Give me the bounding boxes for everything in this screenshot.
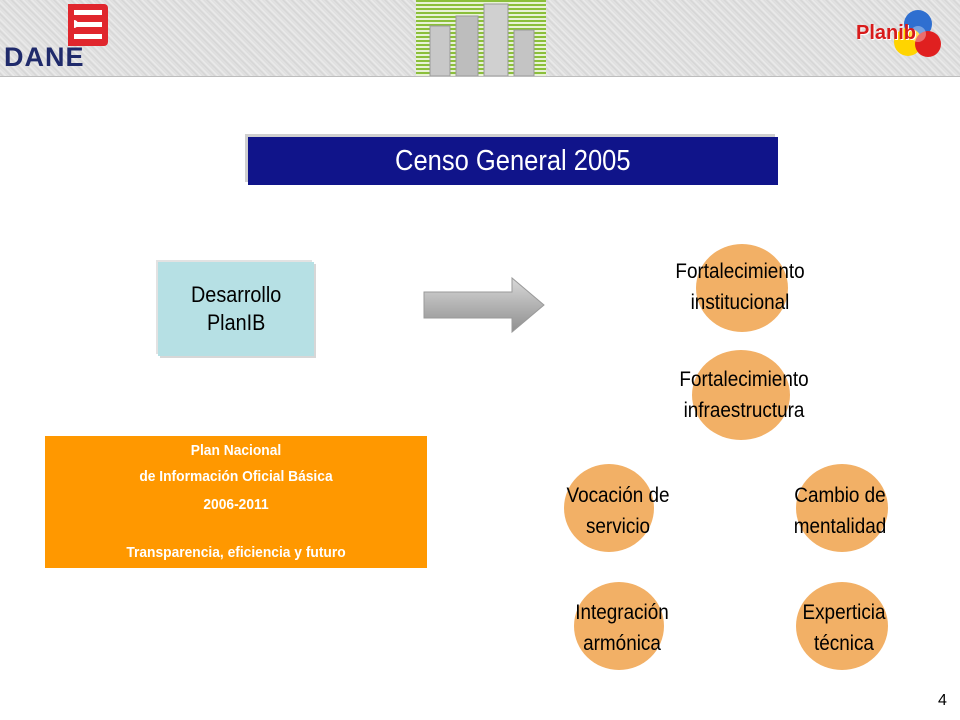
planib-globe-icon [894, 10, 941, 57]
circle-2-line-2: infraestructura [683, 399, 805, 422]
dane-logo-text: DANE [4, 42, 85, 72]
circle-2-line-1: Fortalecimiento [679, 368, 809, 391]
plan-line-4: Transparencia, eficiencia y futuro [126, 544, 346, 561]
page-title: Censo General 2005 [395, 144, 631, 177]
dane-mark-icon [68, 4, 108, 46]
circle-experticia-tecnica [796, 582, 888, 670]
development-line-1: Desarrollo [190, 282, 282, 307]
planib-logo-text: Planib [856, 22, 917, 44]
plan-line-3: 2006-2011 [203, 496, 269, 513]
development-line-2: PlanIB [206, 310, 266, 335]
circle-vocacion-servicio [564, 464, 654, 552]
circle-1-line-1: Fortalecimiento [675, 260, 805, 283]
plan-line-1: Plan Nacional [190, 442, 282, 459]
right-arrow-icon [423, 276, 545, 334]
circle-label-fortalecimiento-institucional: Fortalecimiento institucional [650, 256, 830, 318]
development-box-text: Desarrollo PlanIB [191, 281, 281, 337]
circle-6-line-1: Experticia [802, 601, 886, 624]
page-number: 4 [938, 692, 947, 709]
plan-line-2: de Información Oficial Básica [139, 468, 333, 485]
building-logo-icon [416, 0, 546, 76]
circle-5-line-1: Integración [575, 601, 669, 624]
circle-5-line-2: armónica [583, 632, 661, 655]
dane-logo: DANE [4, 4, 108, 72]
circle-fortalecimiento-infraestructura [692, 350, 790, 440]
circle-label-experticia-tecnica: Experticia técnica [754, 597, 934, 659]
circle-6-line-2: técnica [814, 632, 874, 655]
circle-integracion-armonica [574, 582, 664, 670]
circle-3-line-2: servicio [585, 515, 651, 538]
circle-3-line-1: Vocación de [566, 484, 670, 507]
circle-1-line-2: institucional [690, 291, 790, 314]
circle-label-cambio-mentalidad: Cambio de mentalidad [750, 480, 930, 542]
header-banner: DANE Planib [0, 0, 960, 77]
circle-label-fortalecimiento-infraestructura: Fortalecimiento infraestructura [654, 364, 834, 426]
plan-nacional-box: Plan Nacional de Información Oficial Bás… [45, 436, 427, 568]
circle-4-line-1: Cambio de [794, 484, 886, 507]
title-bar: Censo General 2005 [248, 137, 778, 185]
circle-cambio-mentalidad [796, 464, 888, 552]
circle-fortalecimiento-institucional [696, 244, 788, 332]
circle-4-line-2: mentalidad [793, 515, 887, 538]
circle-label-vocacion-servicio: Vocación de servicio [528, 480, 708, 542]
planib-logo: Planib [850, 4, 950, 64]
circle-label-integracion-armonica: Integración armónica [532, 597, 712, 659]
development-box: Desarrollo PlanIB [158, 262, 314, 356]
